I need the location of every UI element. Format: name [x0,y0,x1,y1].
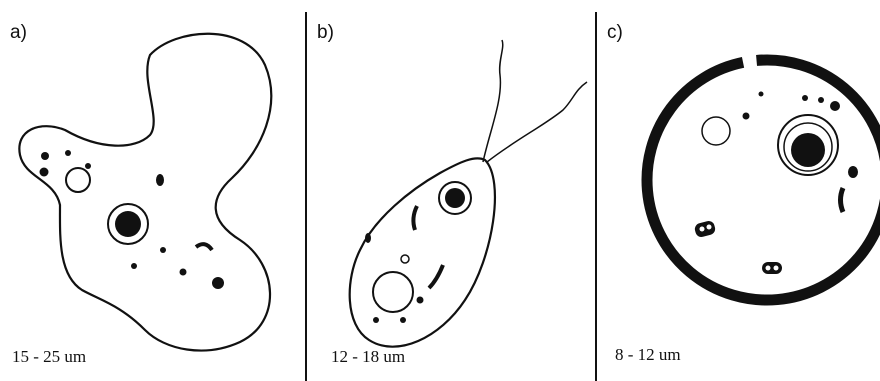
cyst-wall [637,50,880,310]
flagellum-2 [487,82,587,162]
nucleus-karyosome [445,188,465,208]
nucleus-karyosome [791,133,825,167]
cyst-form-drawing [595,0,880,381]
amoeba-trophozoite-drawing [0,0,305,381]
vacuole-large [373,272,413,312]
chromatoid-body-2 [762,262,782,274]
panel-a: a) 15 - 25 um [0,0,305,381]
flagellum-1 [483,40,503,162]
amoeba-cell-membrane [19,34,271,351]
flagellate-form-drawing [305,0,595,381]
chromatoid-body-1 [694,220,717,239]
vacuole-small [401,255,409,263]
size-label-a: 15 - 25 um [12,347,86,367]
nucleus-karyosome [115,211,141,237]
vacuole [66,168,90,192]
size-label-c: 8 - 12 um [615,345,681,365]
vacuole [702,117,730,145]
panel-b: b) 12 - 18 um [305,0,595,381]
panel-c: c) 8 - 12 um [595,0,880,381]
flagellate-cell-membrane [350,158,495,346]
size-label-b: 12 - 18 um [331,347,405,367]
